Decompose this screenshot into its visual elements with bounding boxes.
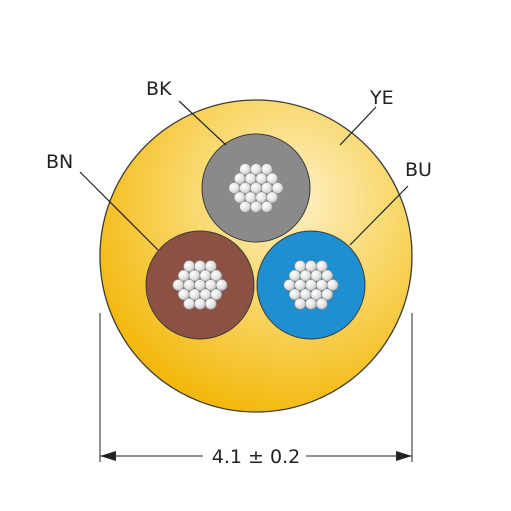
wire-strand bbox=[183, 297, 196, 310]
wire-strand bbox=[315, 260, 328, 273]
wire-strand bbox=[260, 163, 273, 176]
dimension-label: 4.1 ± 0.2 bbox=[212, 446, 300, 468]
label-bu: BU bbox=[405, 159, 432, 181]
wire-strand bbox=[204, 297, 217, 310]
label-bk: BK bbox=[146, 78, 172, 100]
leader-bk bbox=[178, 100, 227, 146]
wire-strand bbox=[326, 279, 339, 291]
wire-strand bbox=[250, 200, 262, 213]
wire-strand bbox=[194, 297, 206, 310]
dimension-arrow-right-icon bbox=[396, 451, 412, 461]
wire-bk bbox=[201, 133, 311, 243]
wire-strand bbox=[266, 191, 279, 204]
wire-strand bbox=[239, 200, 252, 213]
wire-strand bbox=[321, 288, 334, 301]
dimension-arrow-left-icon bbox=[100, 451, 116, 461]
wire-strand bbox=[266, 172, 279, 185]
wire-strand bbox=[294, 297, 307, 310]
wire-strand bbox=[210, 288, 223, 301]
leader-bu bbox=[349, 185, 409, 246]
wire-bn bbox=[145, 230, 255, 340]
wire-strand bbox=[210, 269, 223, 282]
wire-strand bbox=[204, 260, 217, 273]
wire-strand bbox=[271, 182, 284, 194]
leader-bn bbox=[79, 171, 159, 251]
label-ye: YE bbox=[369, 87, 394, 109]
label-bn: BN bbox=[46, 151, 73, 173]
wire-strand bbox=[321, 269, 334, 282]
wire-strand bbox=[315, 297, 328, 310]
wire-bu bbox=[256, 230, 366, 340]
wire-strand bbox=[215, 279, 228, 291]
leader-ye bbox=[339, 106, 377, 146]
wire-strand bbox=[260, 200, 273, 213]
wire-strand bbox=[305, 297, 317, 310]
